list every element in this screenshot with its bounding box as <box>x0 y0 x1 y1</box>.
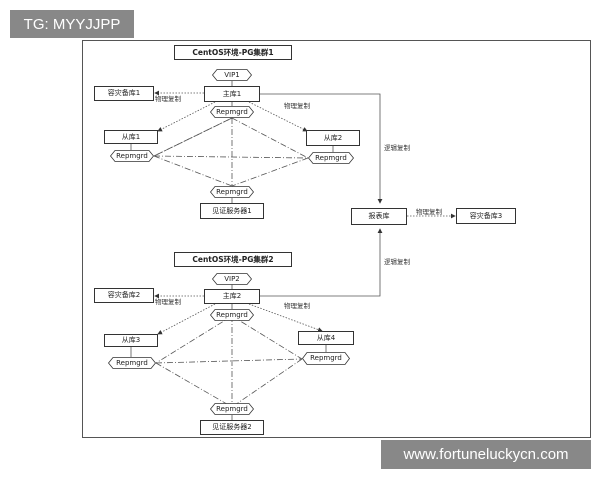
witness2-box: 见证服务器2 <box>200 420 264 435</box>
repmgrd-label: Repmgrd <box>315 153 347 162</box>
repmgrd-label: Repmgrd <box>216 310 248 319</box>
master2-to-report-logical-arrow <box>260 228 383 297</box>
repmgrd-label: Repmgrd <box>216 404 248 413</box>
hexagon-icon <box>210 106 254 118</box>
report-db-box: 报表库 <box>351 208 407 225</box>
phys-repl-label-right-2: 物理复制 <box>284 302 310 310</box>
repmgrd-label: Repmgrd <box>310 354 342 362</box>
repmgrd-master2-node: Repmgrd <box>210 309 254 321</box>
repmgrd-label: Repmgrd <box>216 187 248 196</box>
master2-to-replica4-arrow <box>248 303 323 332</box>
logical-repl-label-1: 逻辑复制 <box>384 144 410 152</box>
hexagon-icon <box>210 309 254 321</box>
replica2-box: 从库2 <box>306 130 360 146</box>
dr2-box: 容灾备库2 <box>94 288 154 303</box>
hexagon-icon <box>110 150 154 162</box>
hexagon-icon <box>212 69 252 81</box>
dr1-box: 容灾备库1 <box>94 86 154 101</box>
vip2-label: VIP2 <box>224 274 240 283</box>
repmgrd-replica2-node: Repmgrd <box>308 152 354 164</box>
repmgrd-replica4-node: Repmgrd <box>302 352 350 365</box>
repmgrd-witness1-node: Repmgrd <box>210 186 254 198</box>
replica3-box: 从库3 <box>104 334 158 347</box>
phys-repl-label-report: 物理复制 <box>416 208 442 216</box>
hexagon-icon <box>108 357 156 369</box>
vip1-label: VIP1 <box>224 70 240 79</box>
cluster1-title: CentOS环境-PG集群1 <box>174 45 292 60</box>
replica1-box: 从库1 <box>104 130 158 144</box>
master2-to-replica3-arrow <box>157 303 216 335</box>
hexagon-icon <box>308 152 354 164</box>
dr3-box: 容灾备库3 <box>456 208 516 224</box>
replica4-box: 从库4 <box>298 331 354 345</box>
repmgrd-label: Repmgrd <box>116 358 148 367</box>
phys-repl-label-right-1: 物理复制 <box>284 102 310 110</box>
repmgrd-master1-node: Repmgrd <box>210 106 254 118</box>
vip2-node: VIP2 <box>212 273 252 285</box>
vip1-node: VIP1 <box>212 69 252 81</box>
cluster2-title: CentOS环境-PG集群2 <box>174 252 292 267</box>
hexagon-icon <box>210 186 254 198</box>
repmgrd-label: Repmgrd <box>116 151 148 160</box>
master1-to-replica1-arrow <box>157 101 216 132</box>
watermark-top-left: TG: MYYJJPP <box>10 10 134 38</box>
repmgrd-witness2-node: Repmgrd <box>210 403 254 415</box>
repmgrd-replica3-node: Repmgrd <box>108 357 156 369</box>
diagram-frame <box>82 40 591 438</box>
phys-repl-label-left-2: 物理复制 <box>155 298 181 306</box>
master1-to-replica2-arrow <box>248 101 308 132</box>
repmgrd-mesh-2 <box>155 315 303 408</box>
master1-box: 主库1 <box>204 86 260 102</box>
hexagon-icon <box>210 403 254 415</box>
logical-repl-label-2: 逻辑复制 <box>384 258 410 266</box>
repmgrd-replica1-node: Repmgrd <box>110 150 154 162</box>
repmgrd-mesh-1 <box>153 117 309 187</box>
master2-box: 主库2 <box>204 289 260 304</box>
watermark-bottom-right: www.fortuneluckycn.com <box>381 440 591 469</box>
master1-to-report-logical-arrow <box>260 93 383 204</box>
hexagon-icon <box>302 352 350 365</box>
witness1-box: 见证服务器1 <box>200 203 264 219</box>
repmgrd-label: Repmgrd <box>216 107 248 116</box>
hexagon-icon <box>212 273 252 285</box>
phys-repl-label-left-1: 物理复制 <box>155 95 181 103</box>
